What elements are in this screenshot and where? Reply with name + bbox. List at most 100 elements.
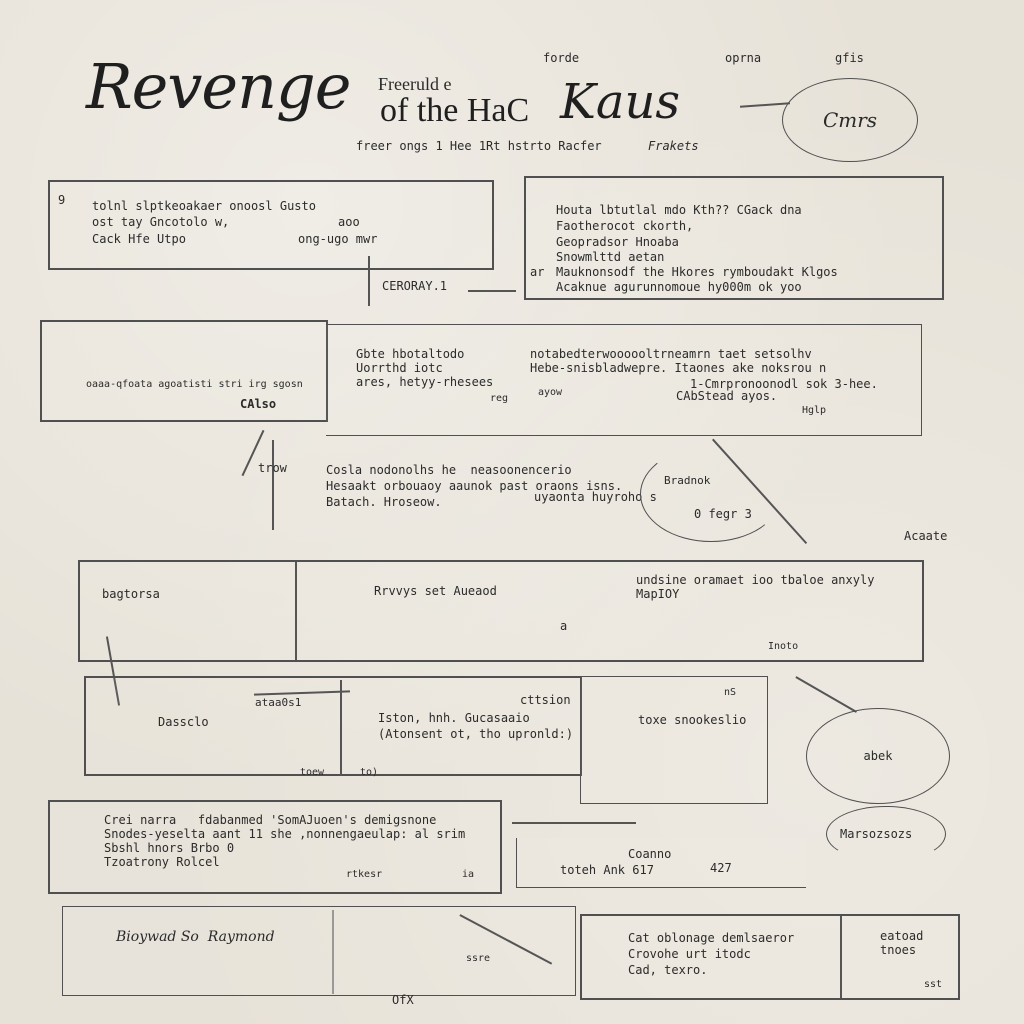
note-box-6: [78, 560, 924, 662]
b6-left: bagtorsa: [102, 587, 160, 601]
b8-foot: rtkesr: [346, 869, 383, 880]
b8-right-line-1: Coanno: [628, 847, 672, 861]
b7-divider: [340, 680, 342, 776]
b5-line-3: Batach. Hroseow.: [326, 495, 442, 509]
b8-right-number: 427: [710, 861, 732, 875]
b8-line-4: Tzoatrony Rolcel: [104, 855, 220, 869]
b7-small-2: to): [360, 767, 379, 778]
b7-top-right: cttsion: [520, 693, 571, 707]
b4-note-3: Hglp: [802, 405, 827, 416]
note-box-1: [48, 180, 494, 270]
b1-line-2: ost tay Gncotolo w,: [92, 215, 230, 229]
title-serif: of the HaC: [380, 92, 530, 129]
b7-ellipse: abek: [806, 708, 950, 804]
b9-mark: OfX: [392, 993, 414, 1007]
b5-arc: [640, 446, 782, 542]
b2-line-1: Houta lbtutlal mdo Kth?? CGack dna: [556, 203, 802, 217]
b5-line-1: Cosla nodonolhs he neasoonencerio: [326, 463, 572, 477]
b10-line-2: Crovohe urt itodc: [628, 947, 751, 961]
title-script-secondary: Kaus: [560, 74, 681, 130]
b1-below-label: CERORAY.1: [382, 279, 448, 293]
b5-edge-mark: Acaate: [904, 529, 948, 543]
b4-right-line-4: CAbStead ayos.: [676, 389, 778, 403]
b10-side-2: tnoes: [880, 943, 917, 957]
b6-right-line-1: undsine oramaet ioo tbaloe anxyly: [636, 573, 875, 587]
sub-line: freer ongs 1 Hee 1Rt hstrto Racfer: [356, 139, 602, 153]
note-box-7b: [580, 676, 768, 804]
b2-line-2: Faotherocot ckorth,: [556, 219, 694, 233]
b7-small-1: toew: [300, 767, 325, 778]
title-script: Revenge: [86, 50, 351, 123]
connector-2: [468, 290, 516, 292]
note-box-9: [62, 906, 576, 996]
b6-right-small: Inoto: [768, 641, 799, 652]
note-box-4: [326, 324, 922, 436]
b9-handwrite: Bioywad So Raymond: [116, 929, 275, 945]
b3-small: oaaa-qfoata agoatisti stri irg sgosn: [86, 379, 303, 390]
b10-side-1: eatoad: [880, 929, 924, 943]
b6-center-small: a: [560, 619, 568, 633]
b4-right-line-2: Hebe-snisbladwepre. Itaones ake noksrou …: [530, 361, 827, 375]
b4-left-line-2: Uorrthd iotc: [356, 361, 443, 375]
b7-right-label: toxe snookeslio: [638, 713, 747, 727]
top-mark-1: forde: [543, 51, 580, 65]
b8-line-2: Snodes-yeselta aant 11 she ,nonnengaeula…: [104, 827, 466, 841]
b1-right-note-2: ong-ugo mwr: [298, 232, 378, 246]
b10-divider: [840, 916, 842, 998]
b7-left-label: Dassclo: [158, 715, 209, 729]
b4-note-1: reg: [490, 393, 509, 404]
sub-line-right: Frakets: [648, 139, 699, 153]
b4-left-line-1: Gbte hbotaltodo: [356, 347, 465, 361]
b8-line-3: Sbshl hnors Brbo 0: [104, 841, 235, 855]
top-mark-2: oprna: [725, 51, 762, 65]
b8-ellipse-label: Marsozsozs: [840, 827, 913, 841]
b9-divider: [332, 910, 334, 994]
b5-left-mark: trow: [258, 461, 287, 475]
b1-line-3: Cack Hfe Utpo: [92, 232, 186, 246]
b1-line-1: tolnl slptkeoakaer onoosl Gusto: [92, 199, 316, 213]
vertical-1: [272, 440, 274, 530]
b1-marker: 9: [58, 193, 66, 207]
b5-line-2: Hesaakt orbouaoy aaunok past oraons isns…: [326, 479, 623, 493]
bubble-text: Cmrs: [822, 108, 878, 132]
b6-right-line-2: MapIOY: [636, 587, 680, 601]
b8-right-line-2: toteh Ank 617: [560, 863, 654, 877]
b8-line-1: Crei narra fdabanmed 'SomAJuoen's demigs…: [104, 813, 437, 827]
b2-line-5: Mauknonsodf the Hkores rymboudakt Klgos: [556, 265, 838, 279]
b7-ellipse-label: abek: [863, 749, 893, 763]
b2-line-3: Geopradsor Hnoaba: [556, 235, 679, 249]
b2-line-6: Acaknue agurunnomoue hy000m ok yoo: [556, 280, 802, 294]
b5-circle-label-2: 0 fegr 3: [694, 507, 752, 521]
b4-right-line-1: notabedterwoooooltrneamrn taet setsolhv: [530, 347, 812, 361]
connector-1: [368, 256, 370, 306]
b2-line-4: Snowmlttd aetan: [556, 250, 665, 264]
header-bubble: Cmrs: [782, 78, 918, 162]
b9-small: ssre: [466, 953, 491, 964]
b8-foot-2: ia: [462, 869, 475, 880]
b5-circle-label-1: Bradnok: [664, 474, 711, 487]
b2-left-mark: ar: [530, 265, 545, 279]
b4-left-line-3: ares, hetyy-rhesees: [356, 375, 494, 389]
b10-line-3: Cad, texro.: [628, 963, 708, 977]
b7-mid-line-2: (Atonsent ot, tho upronld:): [378, 727, 574, 741]
b4-note-2: ayow: [538, 387, 563, 398]
note-box-7: [84, 676, 582, 776]
b6-divider: [295, 562, 297, 660]
b7-top-label: ataa0s1: [255, 696, 302, 709]
b10-line-1: Cat oblonage demlsaeror: [628, 931, 795, 945]
b8-line-right: [512, 822, 636, 824]
subtitle-top: Freeruld e: [378, 74, 452, 94]
b8-ellipse: [826, 806, 946, 862]
b7-small-3: nS: [724, 687, 737, 698]
b6-middle: Rrvvys set Aueaod: [374, 584, 497, 598]
b5-right: uyaonta huyroho s: [534, 490, 657, 504]
note-box-8b: [516, 838, 806, 888]
b1-right-note-1: aoo: [338, 215, 360, 229]
b7-mid-line-1: Iston, hnh. Gucasaaio: [378, 711, 530, 725]
note-box-10: [580, 914, 960, 1000]
note-box-8: [48, 800, 502, 894]
b10-corner: sst: [924, 979, 943, 990]
b4-right-line-3: 1-Cmrpronoonodl sok 3-hee.: [690, 377, 878, 391]
top-mark-3: gfis: [835, 51, 864, 65]
